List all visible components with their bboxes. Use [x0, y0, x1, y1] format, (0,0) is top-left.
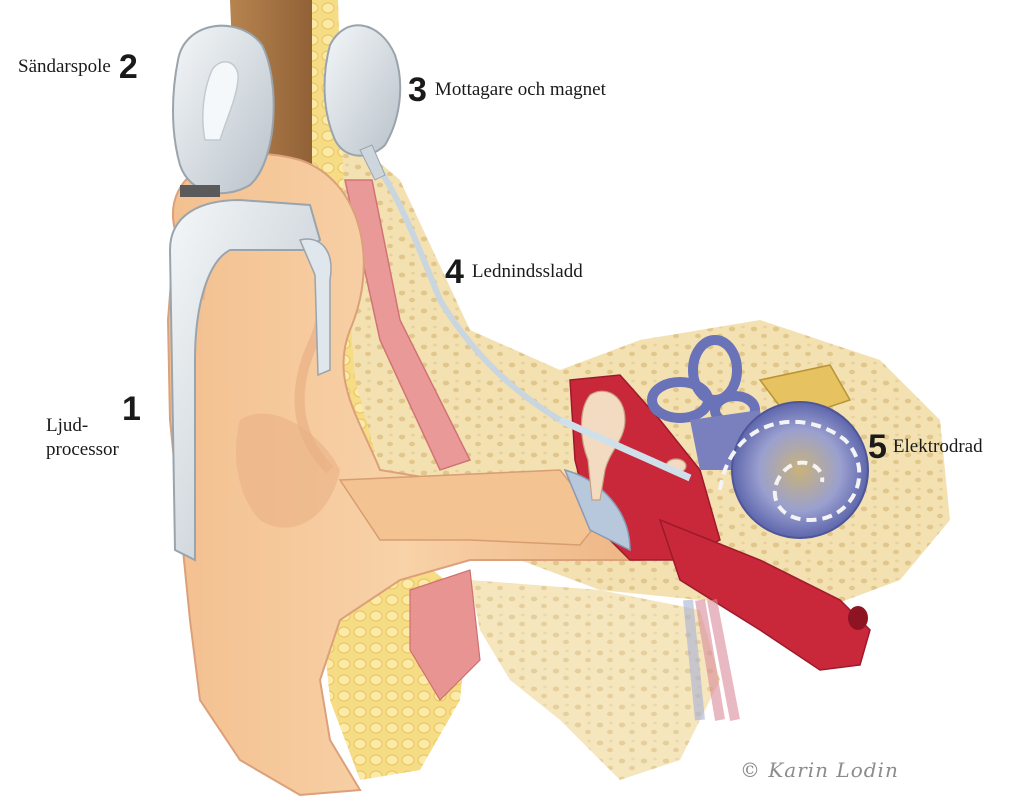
label-5-text: Elektrodrad — [893, 436, 983, 458]
label-3: 3 Mottagare och magnet — [408, 73, 606, 107]
label-4-number: 4 — [445, 255, 464, 289]
label-3-number: 3 — [408, 73, 427, 107]
label-5: 5 Elektrodrad — [868, 430, 983, 464]
label-3-text: Mottagare och magnet — [435, 79, 606, 101]
receiver-magnet — [325, 25, 401, 155]
tube-opening — [848, 606, 868, 630]
label-2: Sändarspole 2 — [18, 50, 138, 84]
label-2-text: Sändarspole — [18, 56, 111, 78]
mastoid-bone — [470, 580, 720, 780]
label-4-text: Lednindssladd — [472, 261, 583, 283]
label-2-number: 2 — [119, 50, 138, 84]
label-1: Ljud- processor 1 — [46, 392, 119, 462]
coil-cable — [180, 185, 220, 197]
label-5-number: 5 — [868, 430, 887, 464]
label-4: 4 Lednindssladd — [445, 255, 583, 289]
ear-canal — [340, 470, 600, 545]
label-1-text-line1: Ljud- — [46, 414, 119, 438]
label-1-text-line2: processor — [46, 438, 119, 462]
label-1-number: 1 — [122, 392, 141, 426]
artist-signature: © Karin Lodin — [740, 758, 899, 782]
